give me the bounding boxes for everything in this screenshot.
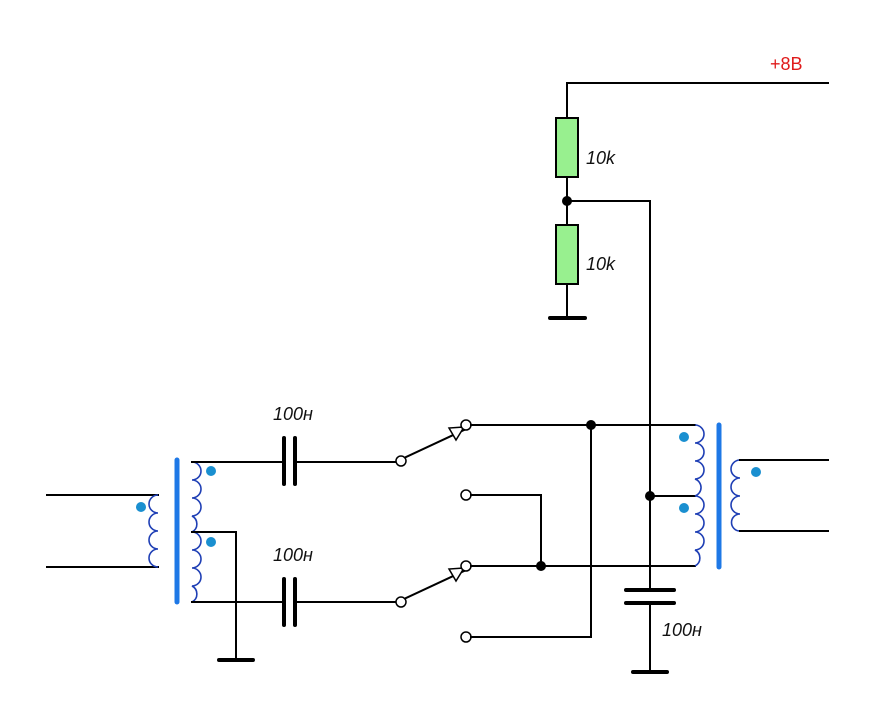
switch-lower-contact-a <box>460 560 472 572</box>
input-secondary-phase-dot-lower <box>206 537 216 547</box>
input-transformer <box>46 457 216 605</box>
junction-lower <box>536 561 546 571</box>
center-tap-junction <box>645 491 655 501</box>
coupling-capacitor-upper: 100н <box>273 404 398 486</box>
supply-voltage-label: +8В <box>770 54 803 74</box>
output-primary-phase-dot-upper <box>679 432 689 442</box>
switch-lower <box>395 560 472 643</box>
resistor-upper-value: 10k <box>586 148 616 168</box>
center-tap-ground-wire <box>191 531 237 661</box>
output-primary-winding <box>694 424 705 567</box>
switch-lower-contact-b <box>460 631 472 643</box>
switch-lower-common-terminal <box>395 596 407 608</box>
input-secondary-phase-dot-upper <box>206 466 216 476</box>
coupling-capacitor-lower-value: 100н <box>273 545 313 565</box>
cross-wire-b-to-lower <box>470 494 542 567</box>
output-secondary-phase-dot <box>751 467 761 477</box>
cross-wire-upper-to-b <box>470 424 592 638</box>
input-primary-winding <box>148 494 159 568</box>
bypass-capacitor: 100н <box>624 588 702 674</box>
output-secondary-winding <box>730 459 741 532</box>
junction-upper <box>586 420 596 430</box>
resistor-lower-value: 10k <box>586 254 616 274</box>
switch-upper-contact-a <box>460 419 472 431</box>
supply-rail: +8В <box>566 54 829 119</box>
bypass-capacitor-value: 100н <box>662 620 702 640</box>
bias-wire <box>566 200 651 591</box>
switch-upper <box>395 419 472 501</box>
coupling-capacitor-upper-value: 100н <box>273 404 313 424</box>
input-primary-phase-dot <box>136 502 146 512</box>
switch-upper-contact-b <box>460 489 472 501</box>
coupling-capacitor-lower: 100н <box>273 545 398 627</box>
resistor-upper: 10k <box>555 117 616 178</box>
output-primary-phase-dot-lower <box>679 503 689 513</box>
output-transformer <box>679 422 829 570</box>
resistor-lower: 10k <box>555 224 616 285</box>
switch-upper-common-terminal <box>395 455 407 467</box>
